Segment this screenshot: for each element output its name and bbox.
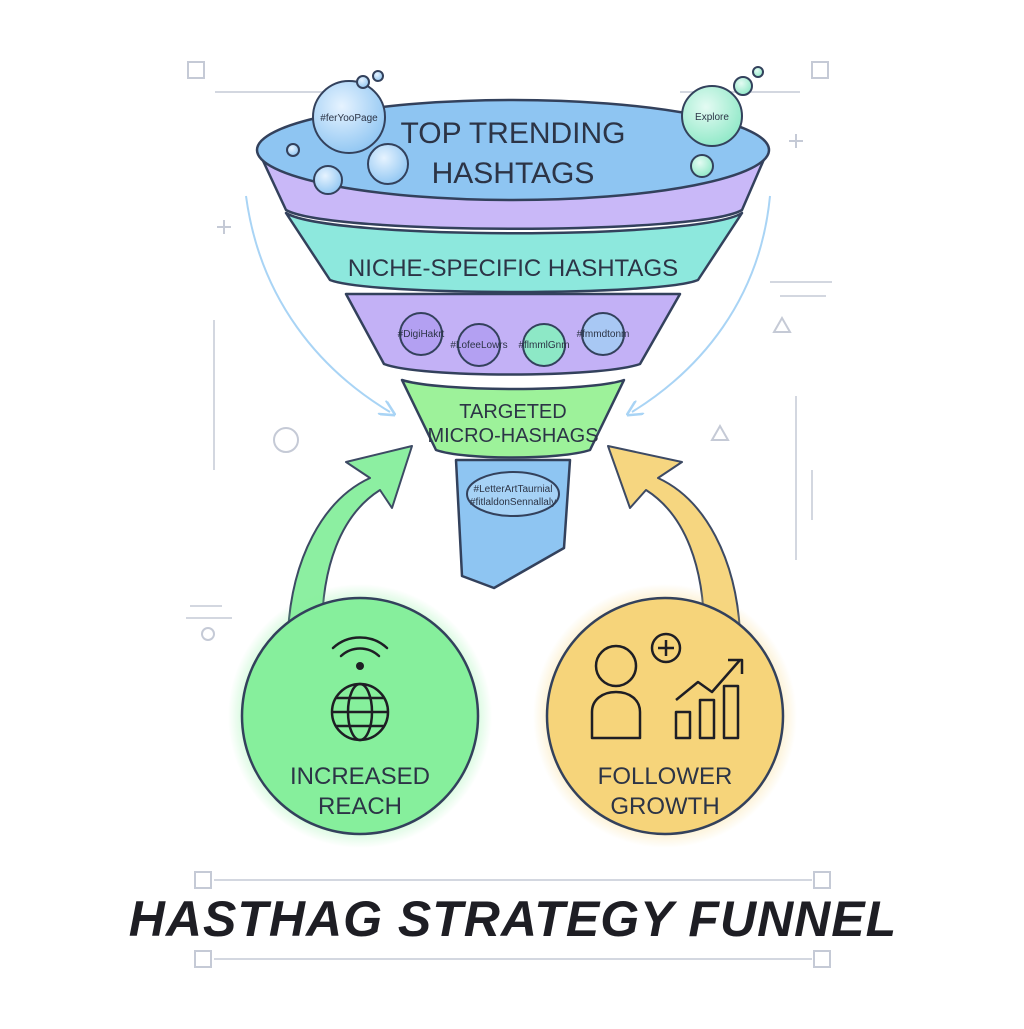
- top-section-label-line2: HASHTAGS: [432, 157, 595, 190]
- add-plus-icon: [650, 632, 682, 664]
- deco-triangle-icon: [772, 315, 792, 333]
- bubble-icon: [286, 143, 300, 157]
- bubble-icon: [752, 66, 764, 78]
- funnel-community-section: [344, 292, 682, 376]
- niche-section-label: NICHE-SPECIFIC HASHTAGS: [348, 255, 678, 282]
- deco-circle-icon: [201, 627, 215, 641]
- deco-plus-icon: [217, 220, 231, 234]
- targeted-section-label-line2: MICRO-HASHAGS: [427, 425, 598, 447]
- hashtag-chip: [522, 323, 566, 367]
- hashtag-chip: [399, 312, 443, 356]
- outcome-increased-reach: INCREASED REACH: [228, 584, 492, 848]
- deco-circle-icon: [273, 427, 299, 453]
- growth-label-line1: FOLLOWER: [598, 763, 733, 790]
- hashtag-chip-label: #DigiHakrt: [398, 329, 445, 340]
- bubble-icon: [367, 143, 409, 185]
- person-icon: [590, 644, 642, 740]
- bubble-icon: [733, 76, 753, 96]
- hashtag-chip: [457, 323, 501, 367]
- hashtag-chip-label: #flmmlGnm: [518, 340, 569, 351]
- explore-bubble-label: Explore: [695, 112, 729, 123]
- deco-square-icon: [187, 61, 205, 79]
- growth-label-line2: GROWTH: [610, 793, 719, 820]
- deco-square-icon: [194, 950, 212, 968]
- deco-square-icon: [194, 871, 212, 889]
- funnel-targeted-section: [400, 378, 626, 459]
- bubble-icon: [690, 154, 714, 178]
- explore-bubble: [681, 85, 743, 147]
- hashtag-bubble-left-label: #ferYooPage: [320, 113, 378, 124]
- top-section-label-line1: TOP TRENDING: [400, 117, 625, 150]
- hashtag-chip: [581, 312, 625, 356]
- funnel-niche-section: [284, 211, 744, 294]
- growth-circle: [545, 596, 785, 836]
- flow-arrow-right: [632, 195, 771, 412]
- hashtag-bubble-left: [312, 80, 386, 154]
- globe-icon: [330, 682, 390, 742]
- deco-square-icon: [813, 950, 831, 968]
- reach-label-line2: REACH: [318, 793, 402, 820]
- wifi-icon: [331, 636, 389, 670]
- targeted-section-label-line1: TARGETED: [459, 401, 566, 423]
- deco-plus-icon: [789, 134, 803, 148]
- community-chip-list: #DigiHakrt #LofeeLowrs #flmmlGnm #fmmdto…: [398, 312, 630, 367]
- funnel: TOP TRENDING HASHTAGS NICHE-SPECIFIC HAS…: [255, 66, 771, 590]
- page-title: HASTHAG STRATEGY FUNNEL: [129, 891, 897, 947]
- reach-circle: [240, 596, 480, 836]
- spout-tag-line2: #fitlaldonSennallaly: [470, 497, 556, 508]
- spout-tag-badge: [466, 471, 560, 517]
- bubble-icon: [356, 75, 370, 89]
- deco-square-icon: [811, 61, 829, 79]
- flow-arrow-left: [245, 195, 390, 412]
- bubble-icon: [372, 70, 384, 82]
- bubble-icon: [313, 165, 343, 195]
- reach-label-line1: INCREASED: [290, 763, 430, 790]
- outcome-follower-growth: FOLLOWER GROWTH: [533, 584, 797, 848]
- hashtag-chip-label: #LofeeLowrs: [450, 340, 507, 351]
- spout-tag-line1: #LetterArtTaurnial: [474, 484, 553, 495]
- deco-triangle-icon: [710, 423, 730, 441]
- hashtag-chip-label: #fmmdtonm: [577, 329, 630, 340]
- deco-square-icon: [813, 871, 831, 889]
- growth-chart-icon: [674, 658, 744, 740]
- bubbles: #ferYooPage Explore: [286, 66, 764, 195]
